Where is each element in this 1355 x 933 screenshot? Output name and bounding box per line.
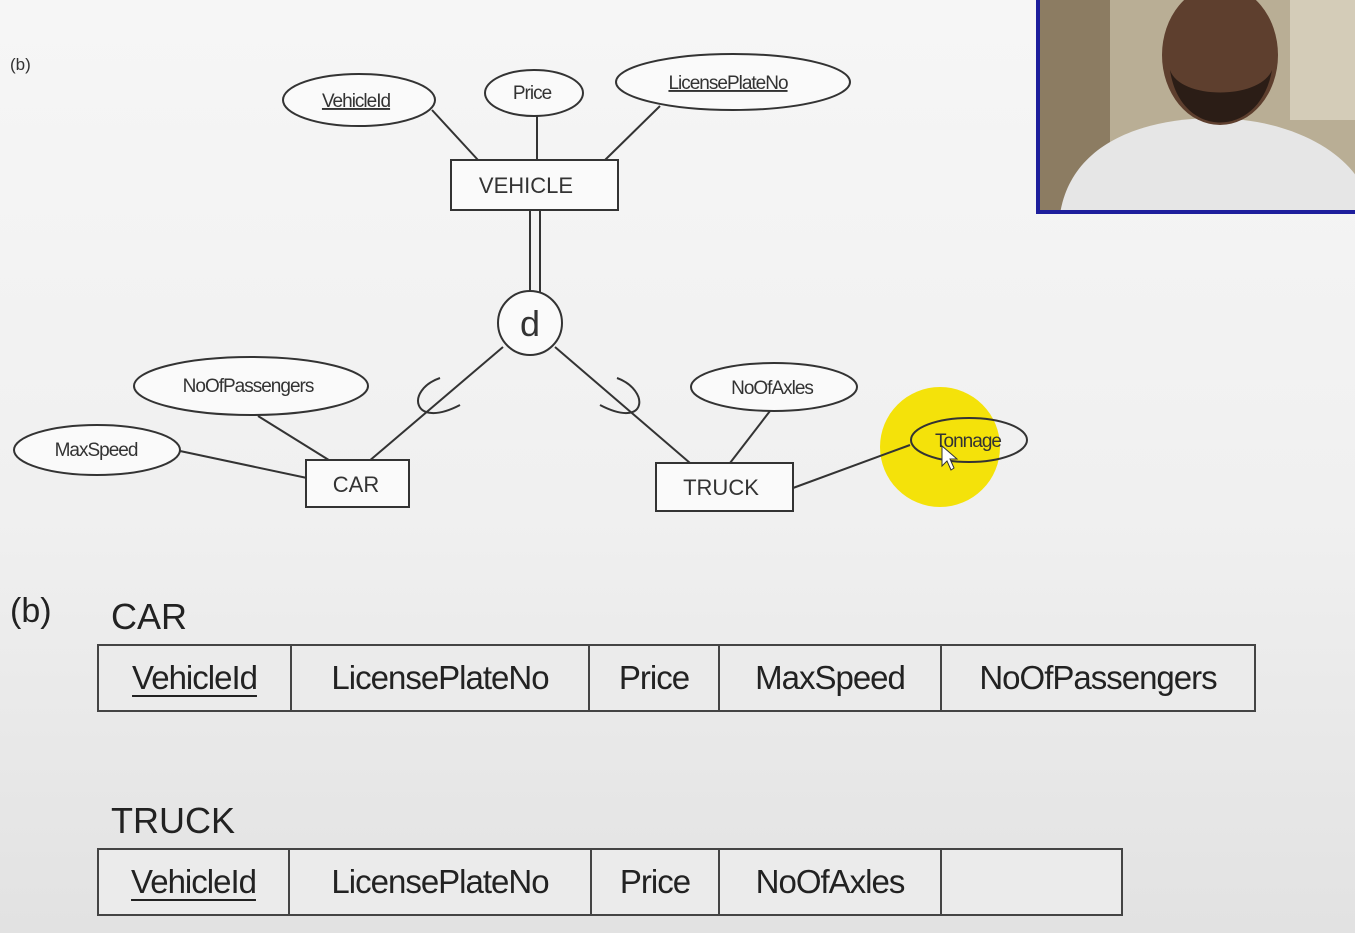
schema-tag: (b) [10, 592, 52, 630]
entity-boxes [305, 159, 794, 512]
attr-vehicle-id: VehicleId [322, 91, 391, 112]
disjoint-symbol: d [520, 303, 540, 344]
entity-vehicle: VEHICLE [479, 173, 573, 198]
truck-column-vehicle-id: VehicleId [99, 850, 290, 914]
entity-car: CAR [333, 472, 379, 497]
entity-truck: TRUCK [683, 475, 759, 500]
attr-no-of-axles: NoOfAxles [731, 378, 813, 399]
car-relation-table: VehicleId LicensePlateNo Price MaxSpeed … [97, 644, 1256, 712]
webcam-overlay [1036, 0, 1355, 214]
attribute-ellipses [13, 53, 1028, 476]
truck-column-empty [942, 850, 1121, 914]
presenter-video [1040, 0, 1355, 210]
car-column-max-speed: MaxSpeed [720, 646, 942, 710]
car-column-no-of-passengers: NoOfPassengers [979, 659, 1217, 696]
figure-tag: (b) [10, 55, 31, 74]
attr-max-speed: MaxSpeed [55, 440, 138, 461]
truck-column-price: Price [592, 850, 720, 914]
truck-relation-table: VehicleId LicensePlateNo Price NoOfAxles [97, 848, 1123, 916]
cursor-highlight [880, 387, 1000, 507]
car-relation-name: CAR [111, 596, 188, 637]
attr-license-plate-no: LicensePlateNo [668, 73, 788, 94]
mouse-pointer-icon [941, 444, 959, 471]
er-diagram: (b) d VEHICLE CAR TRUCK [10, 53, 1028, 512]
car-column-license-plate-no: LicensePlateNo [292, 646, 590, 710]
attr-price: Price [513, 83, 552, 104]
truck-column-license-plate-no: LicensePlateNo [290, 850, 592, 914]
truck-relation-name: TRUCK [111, 800, 235, 841]
connector-lines [179, 105, 911, 489]
car-column-price: Price [590, 646, 720, 710]
attr-tonnage: Tonnage [935, 431, 1001, 452]
disjoint-circle [497, 290, 563, 356]
truck-column-no-of-axles: NoOfAxles [720, 850, 942, 914]
attr-no-of-passengers: NoOfPassengers [183, 376, 314, 397]
car-column-vehicle-id: VehicleId [99, 646, 292, 710]
